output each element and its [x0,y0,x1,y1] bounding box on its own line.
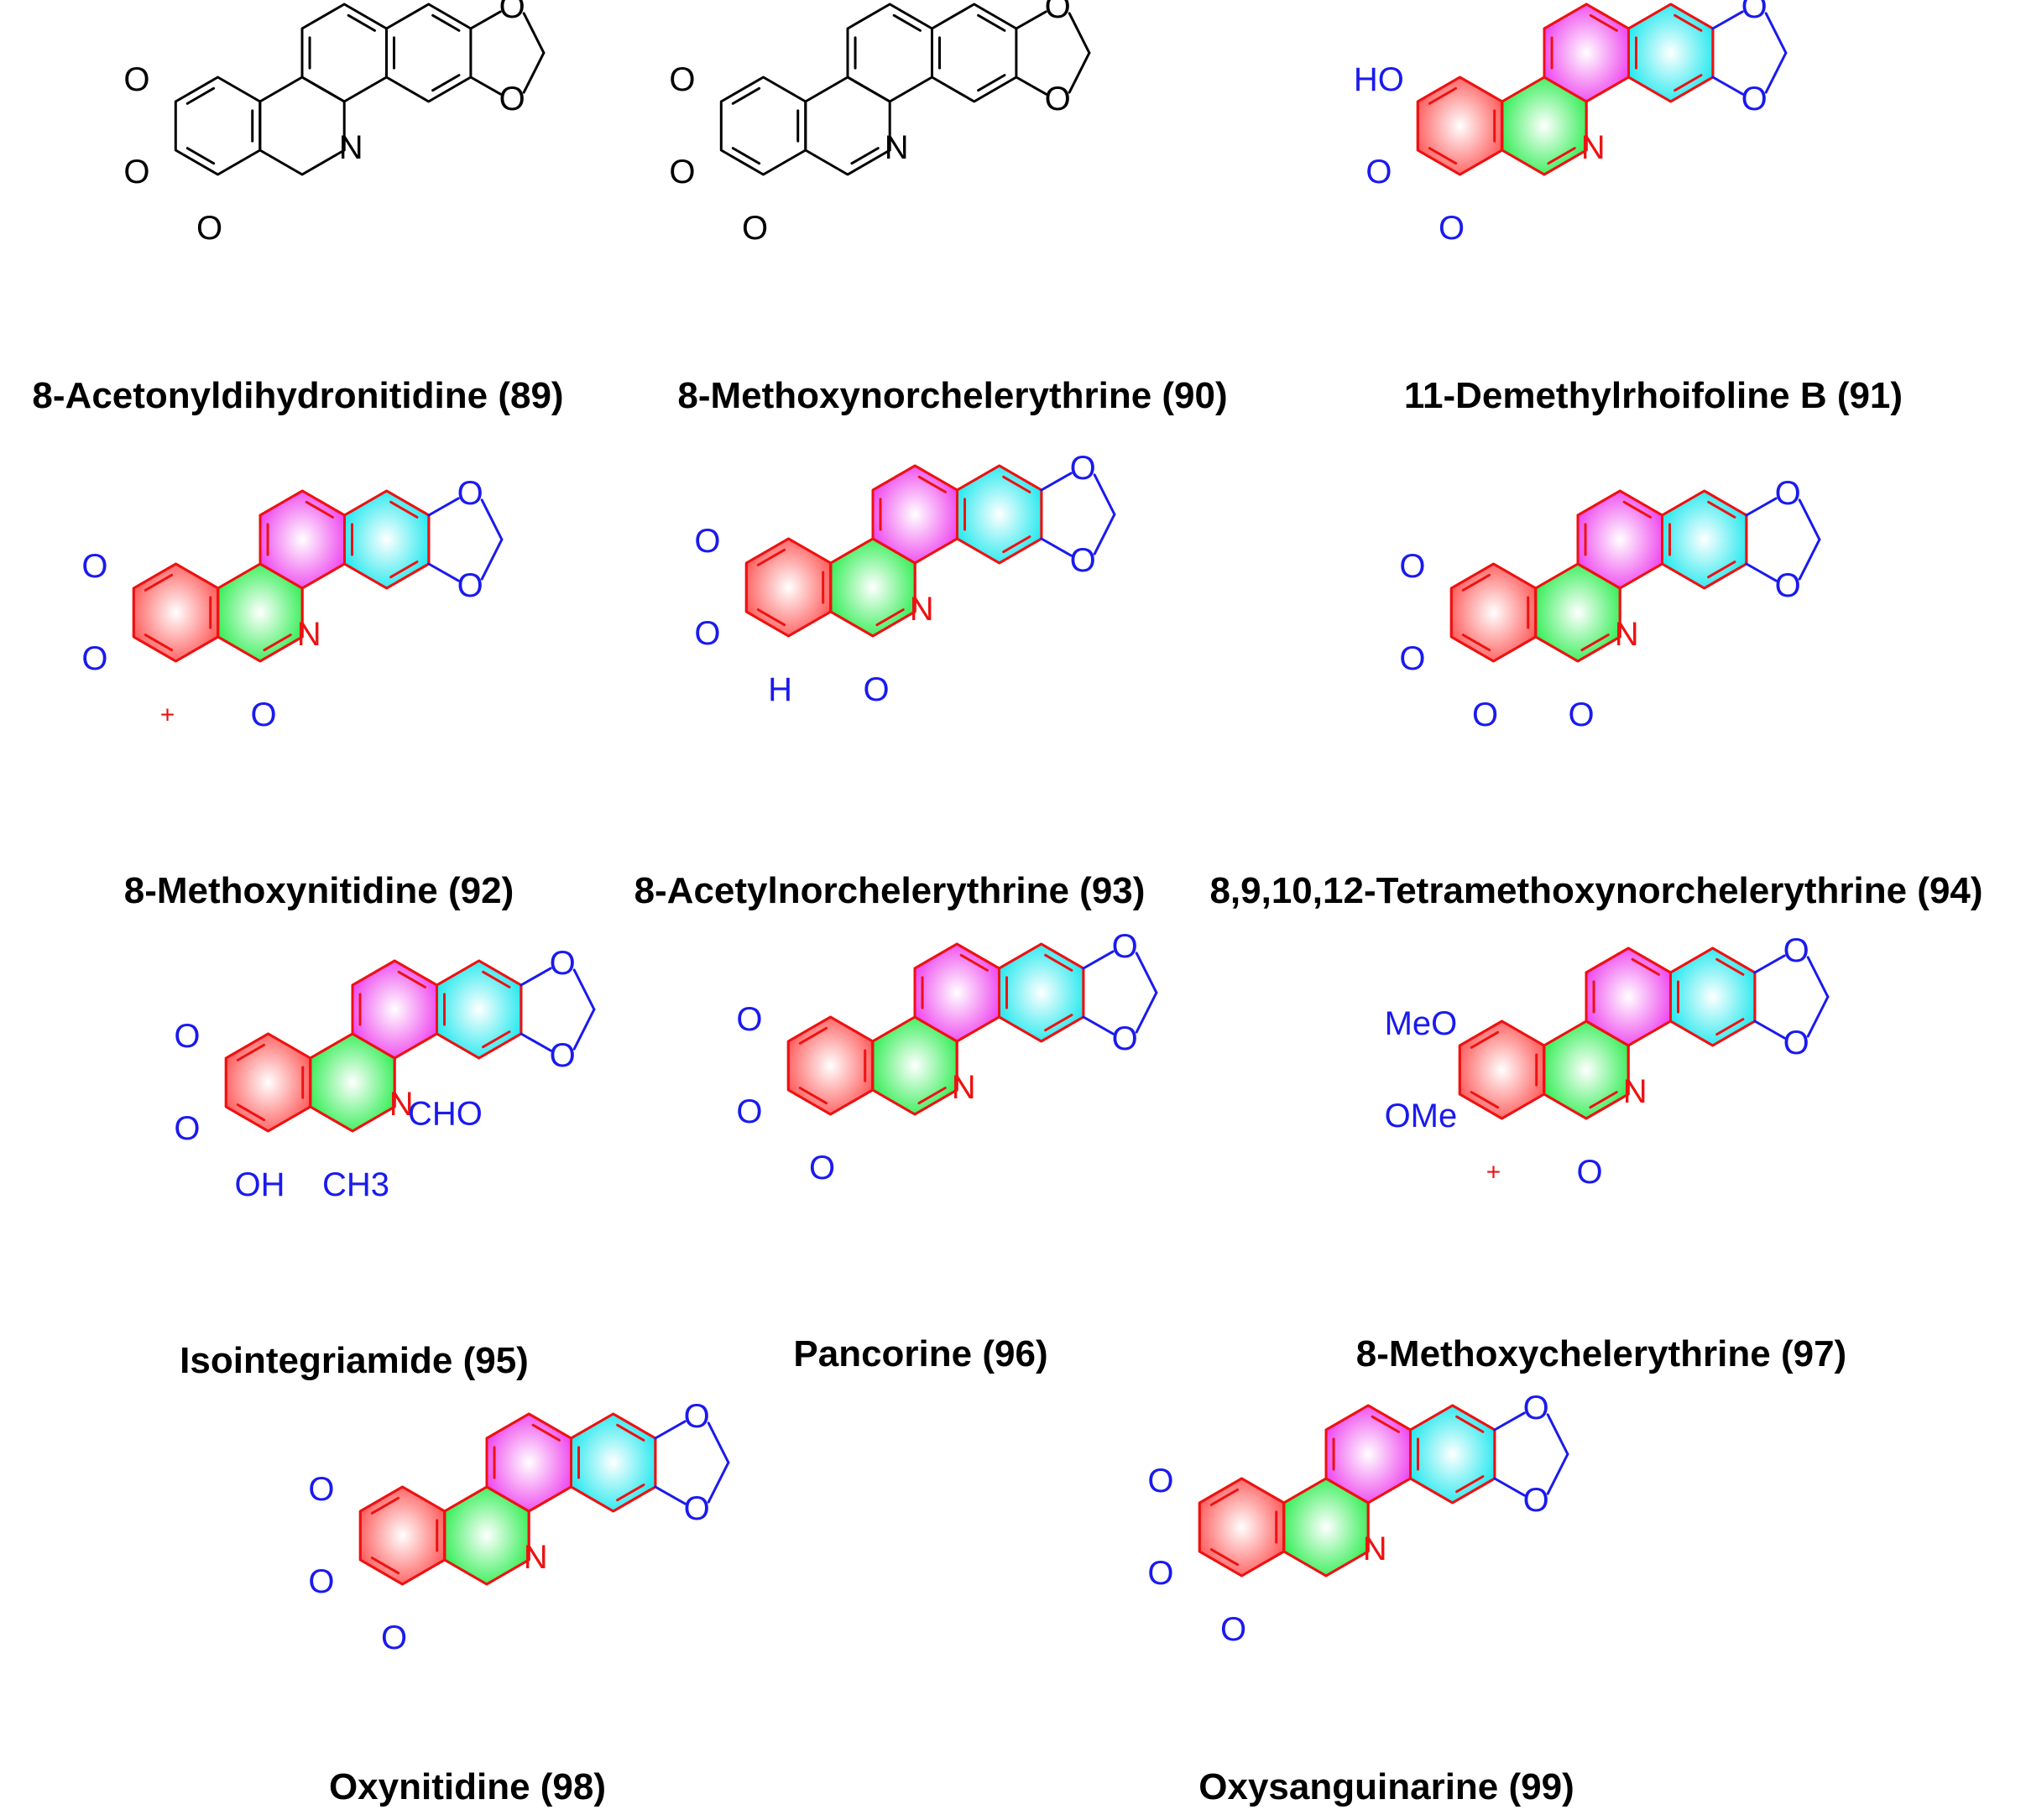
structure-8: O O N MeO OMe + O [1385,932,1830,1191]
atom-label-4-0: O [1070,450,1096,487]
atom-label-6-1: O [550,1037,576,1074]
atom-label-8-0: O [1783,932,1809,969]
atom-label-4-3: O [694,615,720,652]
atom-label-4-1: O [1070,542,1096,579]
atom-label-4-4: N [910,591,934,628]
atom-label-5-1: O [1775,567,1801,604]
atom-label-0-0: O [499,0,525,25]
compound-name-90: 8-Methoxynorchelerythrine (90) [677,375,1228,416]
atom-label-6-2: O [174,1018,200,1055]
atom-label-6-7: CHO [408,1096,483,1133]
atom-label-0-1: O [499,81,525,117]
atom-label-5-0: O [1775,475,1801,512]
compound-name-94: 8,9,10,12-Tetramethoxynorchelerythrine (… [1209,870,1983,911]
atom-label-2-2: O [1741,81,1768,117]
compound-name-91: 11-Demethylrhoifoline B (91) [1403,375,1903,416]
structure-1: O O N O O O [669,0,1091,247]
atom-label-9-0: O [684,1398,710,1435]
atom-label-2-0: HO [1354,61,1404,98]
atom-label-6-3: O [174,1110,200,1147]
atom-label-1-3: O [669,154,695,190]
structure-5: O O N O O O O [1399,475,1821,733]
atom-label-2-5: N [1581,129,1606,166]
atom-label-9-3: O [308,1563,334,1600]
atom-label-1-4: O [742,210,768,247]
atom-label-3-0: O [457,475,483,512]
atom-label-3-5: + [160,701,175,728]
atom-label-0-3: O [123,154,149,190]
compound-name-92: 8-Methoxynitidine (92) [123,870,514,911]
atom-label-3-6: O [250,696,276,733]
atom-label-7-1: O [1112,1020,1138,1057]
compound-name-89: 8-Acetonyldihydronitidine (89) [32,375,564,416]
atom-label-0-2: O [123,61,149,98]
atom-label-10-3: O [1147,1555,1173,1592]
compound-name-93: 8-Acetylnorchelerythrine (93) [634,870,1146,911]
structure-2: O O N HO O O [1354,0,1788,247]
atom-label-6-6: CH3 [322,1166,389,1203]
atom-label-10-5: O [1220,1611,1246,1648]
atom-label-1-1: O [1045,81,1071,117]
atom-label-1-5: N [885,129,909,166]
atom-label-7-0: O [1112,928,1138,965]
atom-label-1-0: O [1045,0,1071,25]
atom-label-7-4: N [952,1069,976,1106]
atom-label-5-3: O [1399,640,1425,677]
atom-label-8-5: + [1486,1158,1501,1186]
atom-label-4-2: O [694,523,720,560]
atom-label-3-1: O [457,567,483,604]
atom-label-9-1: O [684,1490,710,1527]
atom-label-0-5: O [196,210,222,247]
atom-label-6-5: N [389,1086,414,1123]
structure-6: O O N O O OH CH3 CHO [174,945,596,1203]
compound-name-96: Pancorine (96) [793,1333,1048,1374]
atom-label-6-0: O [550,945,576,982]
atom-label-8-4: N [1623,1073,1647,1110]
atom-label-5-2: O [1399,548,1425,585]
atom-label-2-3: O [1365,154,1392,190]
atom-label-5-6: N [1615,616,1639,653]
structure-9: O O N O O O [308,1398,730,1656]
atom-label-0-4: N [339,129,363,166]
structure-4: O O N O O H O [694,450,1116,708]
atom-label-9-4: N [524,1539,548,1576]
compound-name-97: 8-Methoxychelerythrine (97) [1355,1333,1847,1374]
structure-0: O O N O O O [123,0,546,247]
compound-name-98: Oxynitidine (98) [328,1766,607,1807]
atom-label-10-2: O [1147,1463,1173,1499]
structure-10: O O N O O O [1147,1390,1569,1648]
structure-3: O O N O O + O [81,475,504,733]
atom-label-8-3: OMe [1385,1098,1458,1134]
atom-label-8-6: O [1576,1154,1602,1191]
atom-label-8-2: MeO [1385,1005,1458,1042]
atom-label-6-4: OH [235,1166,285,1203]
atom-label-10-0: O [1523,1390,1549,1426]
structure-7: O O N O O O [736,928,1158,1186]
atom-label-4-5: H [768,671,792,708]
atom-label-7-2: O [736,1001,762,1038]
atom-label-2-4: O [1439,210,1465,247]
atom-label-5-5: O [1568,696,1594,733]
atom-label-10-1: O [1523,1482,1549,1519]
atom-label-8-1: O [1783,1025,1809,1061]
atom-label-7-5: O [809,1150,835,1186]
atom-label-3-3: O [81,640,107,677]
atom-label-3-4: N [297,616,321,653]
atom-label-9-5: O [381,1619,407,1656]
atom-label-5-4: O [1472,696,1498,733]
atom-label-4-6: O [863,671,889,708]
atom-label-2-1: O [1741,0,1768,25]
compound-name-95: Isointegriamide (95) [180,1340,529,1381]
atom-label-10-4: N [1363,1531,1387,1567]
atom-label-1-2: O [669,61,695,98]
compound-name-99: Oxysanguinarine (99) [1198,1766,1574,1807]
atom-label-9-2: O [308,1471,334,1508]
atom-label-7-3: O [736,1093,762,1130]
atom-label-3-2: O [81,548,107,585]
